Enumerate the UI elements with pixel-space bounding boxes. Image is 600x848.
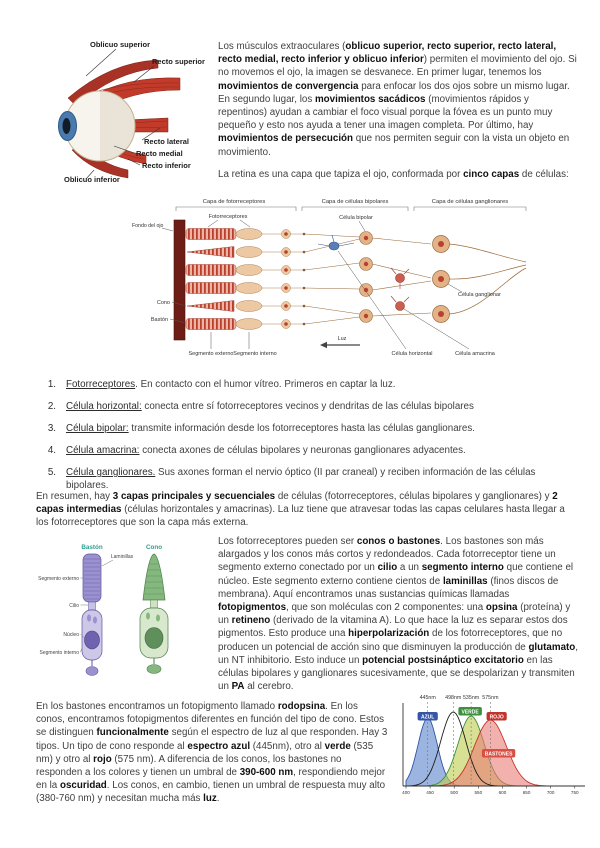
label-cilio: Cilio [69,603,79,609]
rodcone-illustration: Bastón Cono [38,544,169,676]
svg-text:400: 400 [402,790,410,795]
label-segmento-interno-rod: Segmento interno [40,650,80,656]
list-item: 4. Célula amacrina: conecta axones de cé… [36,444,580,457]
list-desc: Sus axones forman el nervio óptico (II p… [66,467,536,491]
pigment-epithelium-strip [173,219,186,341]
photoreceptor-inner-segments [235,228,306,330]
label-segmento-externo-rod: Segmento externo [38,576,79,582]
label-celula-amacrina: Célula amacrina [455,351,496,357]
eye-label-recto-medial: Recto medial [136,149,183,158]
bipolar-cells [359,231,432,323]
svg-text:750: 750 [571,790,579,795]
svg-text:700: 700 [547,790,555,795]
eye-label-oblicuo-inferior: Oblicuo inferior [64,175,120,184]
list-number: 3. [47,423,56,434]
photopigments-paragraph: En los bastones encontramos un fotopigme… [36,701,388,805]
svg-text:535nm: 535nm [463,695,480,701]
label-luz: Luz [338,336,347,342]
label-segmento-externo: Segmento externo [189,351,234,357]
ganglion-cells [432,235,527,323]
rodcone-leader-lines [80,559,114,653]
list-term: Fotorreceptores [66,379,136,390]
svg-text:VERDE: VERDE [462,709,480,715]
list-item: 1. Fotorreceptores. En contacto con el h… [36,378,580,391]
label-celula-horizontal: Célula horizontal [392,351,433,357]
layer-bracket-lines [175,206,527,211]
rodcone-labels: Laminillas Segmento externo Cilio Núcleo… [38,554,133,656]
retina-header-bipolares: Capa de células bipolares [322,199,389,205]
list-term: Célula amacrina: [66,445,140,456]
svg-text:450: 450 [426,790,434,795]
retina-layers-figure: Capa de fotorreceptores Capa de células … [128,194,532,372]
label-fondo-del-ojo: Fondo del ojo [132,223,164,229]
list-number: 5. [47,467,56,478]
list-number: 1. [47,379,56,390]
luz-arrow [320,341,360,349]
svg-text:500: 500 [450,790,458,795]
svg-text:AZUL: AZUL [421,714,434,720]
photoreceptor-outer-segments [185,228,237,330]
label-laminillas: Laminillas [111,554,134,560]
rod-cell [81,553,103,676]
svg-text:498nm: 498nm [445,695,462,701]
list-item: 3. Célula bipolar: transmite información… [36,422,580,435]
horizontal-cell [317,234,355,251]
svg-text:ROJO: ROJO [490,714,504,720]
cone-cell [139,553,169,674]
eye-labels: Oblicuo superior Recto superior Recto la… [64,40,205,184]
label-fotorreceptores: Fotorreceptores [209,214,248,220]
eye-label-leader-lines [85,48,161,180]
svg-text:550: 550 [474,790,482,795]
list-desc: transmite información desde los fotorrec… [128,423,475,434]
layers-summary-paragraph: En resumen, hay 3 capas principales y se… [36,491,565,529]
amacrine-cells [390,267,410,311]
label-segmento-interno: Segmento interno [233,351,276,357]
list-number: 4. [47,445,56,456]
eye-label-oblicuo-superior: Oblicuo superior [90,40,150,49]
retina-header-ganglionares: Capa de células ganglionares [432,199,508,205]
retina-illustration: Capa de fotorreceptores Capa de células … [132,199,527,357]
label-nucleo: Núcleo [63,632,79,638]
label-celula-ganglionar: Célula ganglionar [458,292,501,298]
retina-labels: Fondo del ojo Fotorreceptores Célula bip… [132,214,501,357]
list-item: 5. Célula ganglionares. Sus axones forma… [36,466,580,492]
label-baston-header: Bastón [81,544,102,551]
svg-text:445nm: 445nm [420,695,437,701]
svg-text:600: 600 [499,790,507,795]
label-cono: Cono [157,300,170,306]
retina-header-fotorreceptores: Capa de fotorreceptores [203,199,266,205]
retina-cell-list: 1. Fotorreceptores. En contacto con el h… [36,378,580,501]
label-cono-header: Cono [146,544,162,551]
retina-leader-lines [161,219,470,350]
eye-illustration: Oblicuo superior Recto superior Recto la… [58,40,205,184]
list-term: Célula horizontal: [66,401,142,412]
list-desc: conecta entre sí fotorreceptores vecinos… [141,401,474,412]
intro-block: Los músculos extraoculares (oblicuo supe… [218,40,578,181]
eye-label-recto-lateral: Recto lateral [144,137,189,146]
eye-label-recto-superior: Recto superior [152,57,205,66]
eye-muscles-figure: Oblicuo superior Recto superior Recto la… [28,36,216,188]
list-number: 2. [47,401,56,412]
list-term: Célula bipolar: [66,423,129,434]
label-baston: Bastón [151,317,168,323]
pupil [62,118,71,134]
list-desc: conecta axones de células bipolares y ne… [139,445,466,456]
list-item: 2. Célula horizontal: conecta entre sí f… [36,400,580,413]
svg-text:650: 650 [523,790,531,795]
rod-cone-figure: Bastón Cono [36,540,208,690]
svg-text:575nm: 575nm [482,695,499,701]
eyeball-shading [100,91,135,161]
label-celula-bipolar: Célula bipolar [339,215,373,221]
photoreceptor-paragraph: Los fotorreceptores pueden ser conos o b… [218,536,578,693]
retina-intro-paragraph: La retina es una capa que tapiza el ojo,… [218,168,569,180]
svg-text:BASTONES: BASTONES [485,751,513,757]
list-term: Célula ganglionares. [66,467,156,478]
list-desc: . En contacto con el humor vítreo. Prime… [135,379,396,390]
eye-label-recto-inferior: Recto inferior [142,161,191,170]
extraocular-muscles-paragraph: Los músculos extraoculares (oblicuo supe… [218,41,577,158]
